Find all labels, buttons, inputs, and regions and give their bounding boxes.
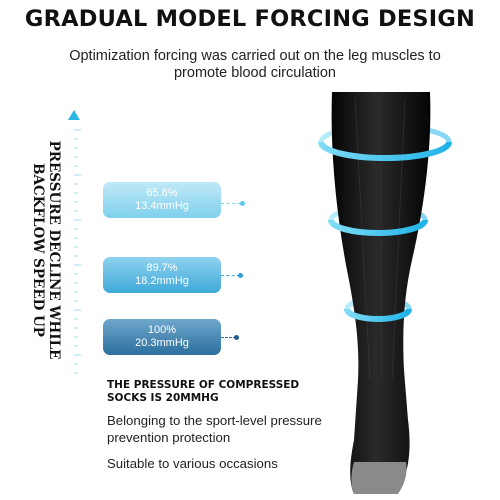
occasions-description: Suitable to various occasions bbox=[107, 456, 278, 471]
pressure-badge-1: 65.8% 13.4mmHg bbox=[103, 182, 221, 218]
pressure-leader-line-3 bbox=[221, 337, 236, 338]
pressure-badge-3-percent: 100% bbox=[147, 324, 177, 336]
pressure-point-1 bbox=[240, 201, 245, 206]
pressure-badge-2-value: 18.2mmHg bbox=[135, 275, 189, 287]
pressure-badge-2-percent: 89.7% bbox=[146, 262, 178, 274]
compression-sock-illustration bbox=[318, 92, 452, 494]
pressure-badge-2: 89.7% 18.2mmHg bbox=[103, 257, 221, 293]
pressure-badge-1-percent: 65.8% bbox=[146, 187, 178, 199]
page-title: GRADUAL MODEL FORCING DESIGN bbox=[24, 6, 476, 32]
pressure-point-3 bbox=[234, 335, 239, 340]
protection-description: Belonging to the sport-level pressure pr… bbox=[107, 413, 322, 445]
page-subtitle: Optimization forcing was carried out on … bbox=[69, 48, 441, 81]
pressure-decline-line-2: BACKFLOW SPEED UP bbox=[30, 163, 46, 337]
pressure-badge-3: 100% 20.3mmHg bbox=[103, 319, 221, 355]
pressure-badge-1-value: 13.4mmHg bbox=[135, 200, 189, 212]
pressure-decline-line-1: PRESSURE DECLINE WHILE bbox=[46, 140, 62, 360]
pressure-leader-line-2 bbox=[221, 275, 240, 276]
pressure-badge-3-value: 20.3mmHg bbox=[135, 337, 189, 349]
pressure-decline-label: PRESSURE DECLINE WHILE BACKFLOW SPEED UP bbox=[30, 141, 62, 360]
pressure-scale-arrow-icon bbox=[68, 110, 81, 386]
pressure-headline: THE PRESSURE OF COMPRESSED SOCKS IS 20MM… bbox=[107, 379, 300, 404]
pressure-point-2 bbox=[238, 273, 243, 278]
pressure-leader-line-1 bbox=[221, 203, 241, 204]
